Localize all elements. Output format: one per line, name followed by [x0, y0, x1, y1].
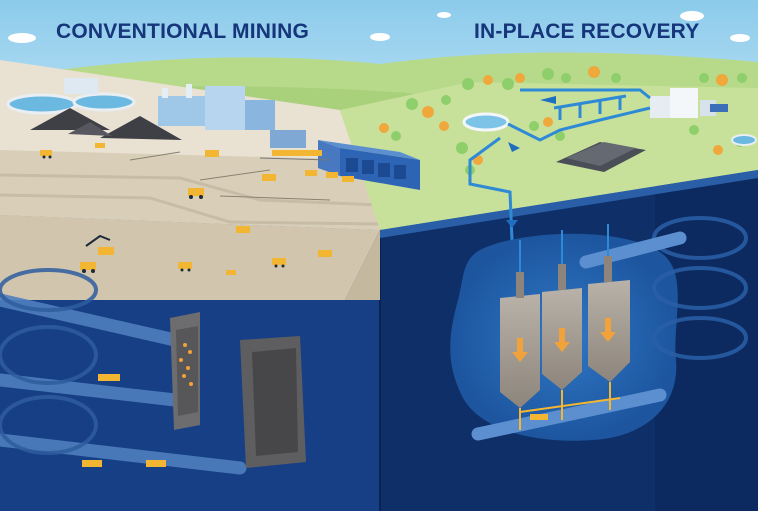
cloud-icon: [8, 11, 750, 43]
excavator: [85, 234, 111, 247]
fence: [129, 151, 331, 201]
processing-plant-icon: [6, 78, 306, 148]
pipe-icon: [468, 88, 651, 241]
aquifer-spiral: [652, 216, 748, 360]
pipe-icon: [519, 224, 609, 272]
tree-icon: [379, 66, 747, 175]
well-icon: [556, 142, 646, 172]
drainage-lines: [519, 382, 611, 430]
blast-holes: [179, 343, 193, 386]
truck-icon: [40, 143, 354, 275]
heading-in-place-recovery: IN-PLACE RECOVERY: [474, 20, 700, 43]
aquifer-top: [380, 170, 758, 238]
stockpile-icon: [30, 108, 182, 140]
arrow-icon: [506, 96, 556, 228]
truck-icon: [82, 374, 166, 467]
heading-conventional-mining: CONVENTIONAL MINING: [56, 20, 310, 43]
warehouse: [318, 140, 420, 190]
train: [259, 150, 331, 161]
pit-lower: [0, 215, 380, 300]
decline-spiral: [0, 268, 98, 455]
stope: [170, 312, 306, 468]
evaporation-pond: [462, 112, 510, 132]
processing-plant-icon: [650, 88, 757, 146]
truck-icon: [530, 414, 548, 420]
arrow-icon: [512, 318, 616, 362]
collection-tunnel: [471, 231, 687, 441]
grassland: [340, 82, 758, 230]
